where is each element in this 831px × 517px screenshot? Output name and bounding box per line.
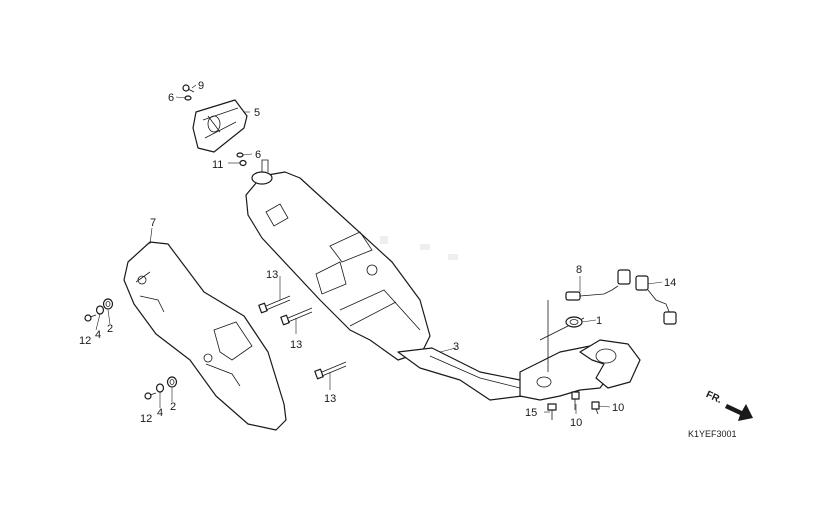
bolt bbox=[314, 361, 347, 380]
callout-14: 14 bbox=[664, 277, 676, 289]
callout-8: 8 bbox=[576, 264, 582, 276]
nut bbox=[591, 401, 600, 415]
callout-13: 13 bbox=[266, 269, 278, 281]
front-direction-label: FR. bbox=[704, 389, 723, 406]
grommet bbox=[166, 376, 178, 388]
washer bbox=[155, 383, 165, 393]
callout-13: 13 bbox=[324, 393, 336, 405]
callout-15: 15 bbox=[525, 407, 537, 419]
callout-12: 12 bbox=[140, 413, 152, 425]
callout-9: 9 bbox=[198, 80, 204, 92]
bolt bbox=[84, 314, 97, 322]
bolt bbox=[547, 403, 557, 420]
callout-10: 10 bbox=[612, 402, 624, 414]
diagram-code: K1YEF3001 bbox=[688, 429, 737, 439]
washer bbox=[236, 152, 244, 158]
callout-4: 4 bbox=[95, 329, 101, 341]
sensor-harness bbox=[635, 275, 677, 325]
grommet bbox=[102, 298, 114, 310]
washer bbox=[95, 305, 105, 315]
callout-2: 2 bbox=[107, 323, 113, 335]
nut bbox=[571, 391, 580, 410]
screw bbox=[182, 84, 195, 93]
callout-4: 4 bbox=[157, 407, 163, 419]
bolt bbox=[258, 295, 291, 314]
muffler-body bbox=[245, 159, 641, 401]
callout-12: 12 bbox=[79, 335, 91, 347]
callout-3: 3 bbox=[453, 341, 459, 353]
callout-6: 6 bbox=[168, 92, 174, 104]
callout-11: 11 bbox=[212, 159, 223, 171]
front-direction-arrow: FR. bbox=[704, 389, 753, 421]
callout-5: 5 bbox=[254, 107, 260, 119]
collar bbox=[239, 159, 247, 167]
bolt bbox=[144, 392, 157, 400]
muffler-end-cap bbox=[192, 99, 248, 153]
exhaust-gasket bbox=[565, 316, 583, 328]
callout-10: 10 bbox=[570, 417, 582, 429]
callout-13: 13 bbox=[290, 339, 302, 351]
oxygen-sensor bbox=[565, 269, 631, 301]
callout-1: 1 bbox=[596, 315, 602, 327]
callout-2: 2 bbox=[170, 401, 176, 413]
bolt bbox=[280, 307, 313, 326]
callout-7: 7 bbox=[150, 217, 156, 229]
heat-shield bbox=[123, 241, 287, 431]
callout-6: 6 bbox=[255, 149, 261, 161]
leader-lines bbox=[95, 84, 663, 414]
